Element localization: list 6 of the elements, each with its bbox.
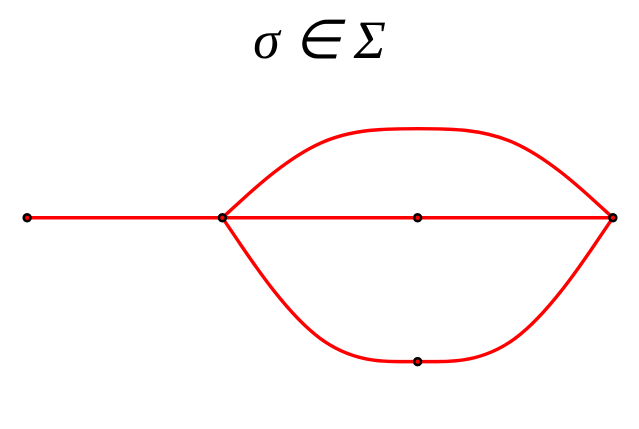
title: σ ∈ Σ bbox=[252, 9, 387, 72]
circle-node bbox=[217, 213, 227, 223]
circle-node bbox=[412, 213, 422, 223]
circle-node bbox=[412, 357, 422, 366]
circle-node bbox=[22, 213, 32, 223]
circle-node bbox=[608, 213, 618, 223]
